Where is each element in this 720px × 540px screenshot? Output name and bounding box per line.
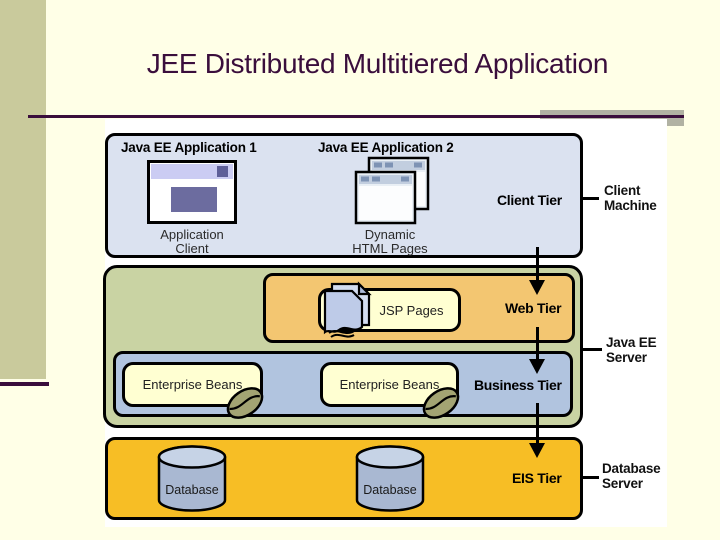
business-tier-label: Business Tier (474, 377, 562, 393)
slide-title: JEE Distributed Multitiered Application (146, 48, 609, 79)
arrow-business-to-eis-line (536, 403, 539, 444)
database-server-label: Database Server (602, 461, 661, 491)
enterprise-beans-label-1: Enterprise Beans (142, 377, 243, 392)
jsp-pages-label: JSP Pages (379, 302, 444, 318)
eis-tier-label: EIS Tier (512, 470, 562, 486)
javaee-server-tick (583, 348, 602, 351)
arrow-client-to-web-line (536, 247, 539, 281)
enterprise-beans-label-2: Enterprise Beans (339, 377, 440, 392)
left-sidebar-decoration (0, 0, 46, 379)
title-rule (28, 115, 684, 118)
coffee-bean-icon-2 (422, 387, 460, 419)
application-client-caption: Application Client (160, 227, 224, 256)
client-tier-label: Client Tier (497, 192, 562, 208)
arrow-business-to-eis-head (529, 443, 545, 458)
coffee-bean-icon-1 (226, 387, 264, 419)
application-window-icon (147, 160, 237, 224)
left-accent-line (0, 382, 49, 386)
arrow-client-to-web-head (529, 280, 545, 295)
arrow-web-to-business-head (529, 359, 545, 374)
client-machine-tick (583, 197, 599, 200)
browser-windows-icon (354, 156, 430, 225)
app2-title: Java EE Application 2 (318, 140, 454, 155)
database-server-tick (583, 476, 599, 479)
arrow-web-to-business-line (536, 327, 539, 360)
client-machine-label: Client Machine (604, 183, 657, 213)
database-label-2: Database (363, 483, 417, 497)
dynamic-html-caption: Dynamic HTML Pages (352, 227, 428, 256)
web-tier-label: Web Tier (505, 300, 562, 316)
database-label-1: Database (165, 483, 219, 497)
database-cylinder-icon-1 (157, 445, 227, 512)
javaee-server-label: Java EE Server (606, 335, 657, 365)
jsp-document-icon (323, 281, 372, 338)
database-cylinder-icon-2 (355, 445, 425, 512)
app1-title: Java EE Application 1 (121, 140, 257, 155)
